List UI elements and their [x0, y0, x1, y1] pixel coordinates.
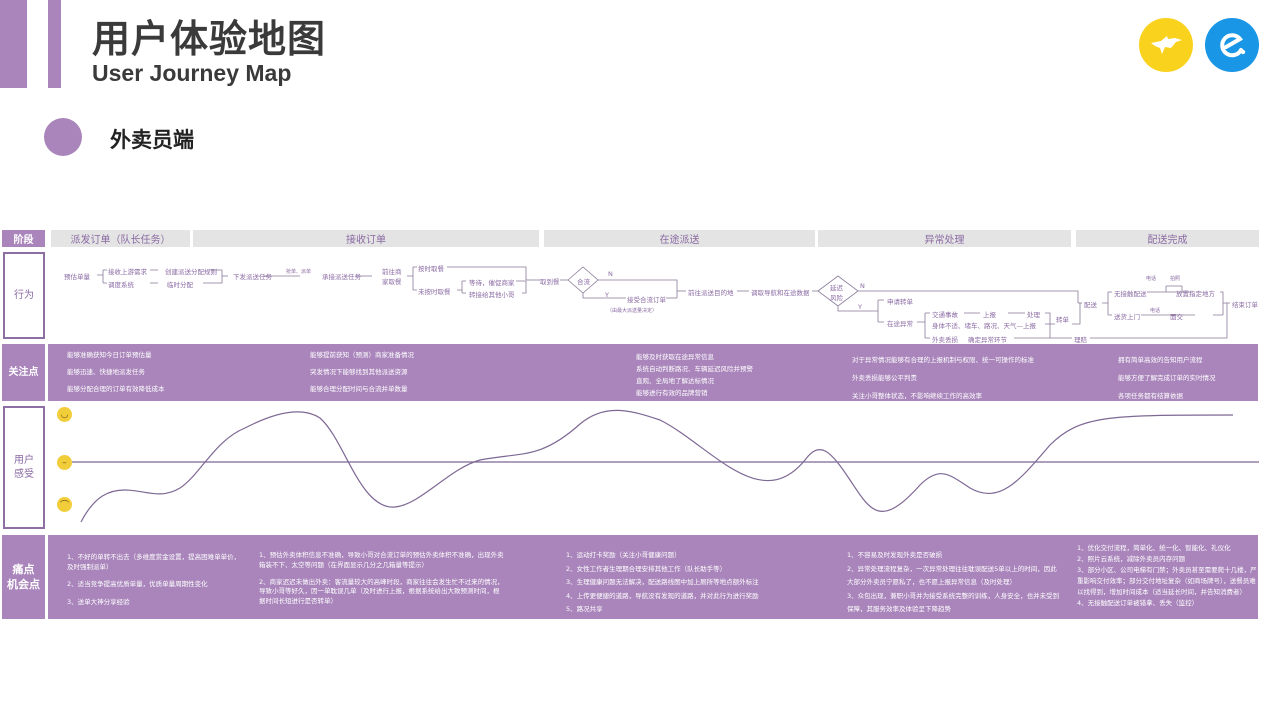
flow-node: 调度系统	[108, 281, 134, 289]
flow-node: 放置指定地方	[1176, 290, 1215, 298]
phase-receive: 接收订单	[193, 230, 539, 247]
flow-node: 抢单、派单	[286, 269, 312, 275]
flow-node: 等待，催促商家	[469, 279, 515, 287]
flow-node: N	[608, 270, 613, 278]
flow-node: 调取导航和在途数据	[751, 289, 810, 297]
flow-node: 电话	[1150, 308, 1161, 314]
flow-node: 申请转单	[887, 298, 913, 306]
flow-node: 配送	[1084, 301, 1097, 309]
flow-node: 上报	[983, 311, 996, 319]
flow-node: 创建派送分配规则	[165, 268, 217, 276]
flow-node: Y	[605, 291, 609, 299]
flow-node: 按时取餐	[418, 265, 444, 273]
focus-col-1: 能够准确获知今日订单预估量能够迅速、快捷地派发任务能够分配合理的订单有效降低成本	[67, 351, 165, 393]
flow-node: 身体不适、堵车、路况、天气—上报	[932, 322, 1036, 330]
flow-node: 理赔	[1074, 336, 1087, 344]
flow-node: 取到餐	[540, 278, 560, 286]
phase-exception: 异常处理	[818, 230, 1071, 247]
flow-node: 拍照	[1170, 276, 1181, 282]
flow-node: 结束订单	[1232, 301, 1258, 309]
phase-dispatch: 派发订单（队长任务）	[51, 230, 190, 247]
flow-node: 处理	[1027, 311, 1040, 319]
neutral-face-icon: –	[57, 455, 72, 470]
phase-row-label: 阶段	[2, 230, 45, 247]
flow-node: 临时分配	[167, 281, 193, 289]
section-title: 外卖员端	[110, 128, 194, 152]
eleme-logo-icon	[1205, 18, 1259, 72]
decor-bar-right	[48, 0, 61, 88]
behavior-row-label: 行为	[3, 252, 45, 339]
focus-col-4: 对于异常情况能够有合理的上报机制与权限、统一可操作的标准外卖丢损能够公平判责关注…	[852, 356, 1034, 400]
pain-col-2: 1、预估外卖体积信息不准确，导致小哥对合流订单的预估外卖体积不准确，出现外卖箱装…	[259, 551, 504, 605]
flow-node: 接收上游需求	[108, 268, 147, 276]
feeling-row-label: 用户 感受	[3, 406, 45, 529]
kangaroo-logo-icon	[1139, 18, 1193, 72]
page-title: 用户体验地图	[92, 17, 327, 61]
flow-node: 未按时取餐	[418, 288, 451, 296]
phase-en-route: 在途派送	[544, 230, 815, 247]
flow-node: 下发派送任务	[233, 273, 272, 281]
focus-row-label: 关注点	[2, 344, 45, 401]
sad-face-icon: ⌒	[57, 497, 72, 512]
decor-bar-left	[0, 0, 27, 88]
flow-node: 转单	[1056, 316, 1069, 324]
flow-node: 预估单量	[64, 273, 90, 281]
flow-node: 接受合流订单	[627, 296, 666, 304]
pain-col-1: 1、不好的单转不出去（多维度赏金设置，提高困难单单价，及时强制派单）2、适当竞争…	[67, 553, 241, 607]
flow-node: 确定异常环节	[968, 336, 1007, 344]
flow-node: 承接派送任务	[322, 273, 361, 281]
flow-node: 送货上门	[1114, 313, 1140, 321]
flow-node: 电话	[1146, 276, 1157, 282]
focus-col-3: 能够及时获取在途异常信息系统自动判断路况、车辆延迟风险并预警直观、全局地了解达标…	[636, 353, 753, 397]
flow-node: 转接给其他小哥	[469, 291, 515, 299]
decision-delay-risk: 延迟	[830, 284, 843, 292]
flow-node: 无接触配送	[1114, 290, 1147, 298]
pain-band	[48, 535, 1258, 619]
focus-col-5: 拥有简单高效的告知用户流程能够方便了解完成订单的实时情况各项任务都有结算依据	[1118, 356, 1216, 400]
focus-col-2: 能够提前获知（预测）商家准备情况突发情况下能够找到其他派送资源能够合理分配时间与…	[310, 351, 414, 393]
flow-node: 交通事故	[932, 311, 958, 319]
flow-node: 前往派送目的地	[688, 289, 734, 297]
flow-node: N	[860, 282, 865, 290]
flow-node: Y	[858, 303, 862, 311]
phase-complete: 配送完成	[1076, 230, 1259, 247]
pain-col-3: 1、运动打卡奖励（关注小哥健康问题）2、女性工作者生理期合理安排其他工作（队长助…	[566, 551, 759, 613]
flow-node: 前往商	[382, 268, 402, 276]
focus-band	[48, 344, 1258, 401]
flow-node: 家取餐	[382, 278, 402, 286]
happy-face-icon: ◡	[57, 407, 72, 422]
flow-note: （由最大派送量决定）	[607, 308, 658, 314]
pain-row-label: 痛点 机会点	[2, 535, 45, 619]
decision-merge: 合流	[577, 278, 590, 286]
page-subtitle: User Journey Map	[92, 60, 292, 86]
section-bullet	[44, 118, 82, 156]
flow-node: 在途异常	[887, 320, 913, 328]
flow-node: 外卖丢损	[932, 336, 958, 344]
decision-delay-risk: 风险	[830, 294, 843, 302]
flow-node: 面交	[1170, 313, 1183, 321]
